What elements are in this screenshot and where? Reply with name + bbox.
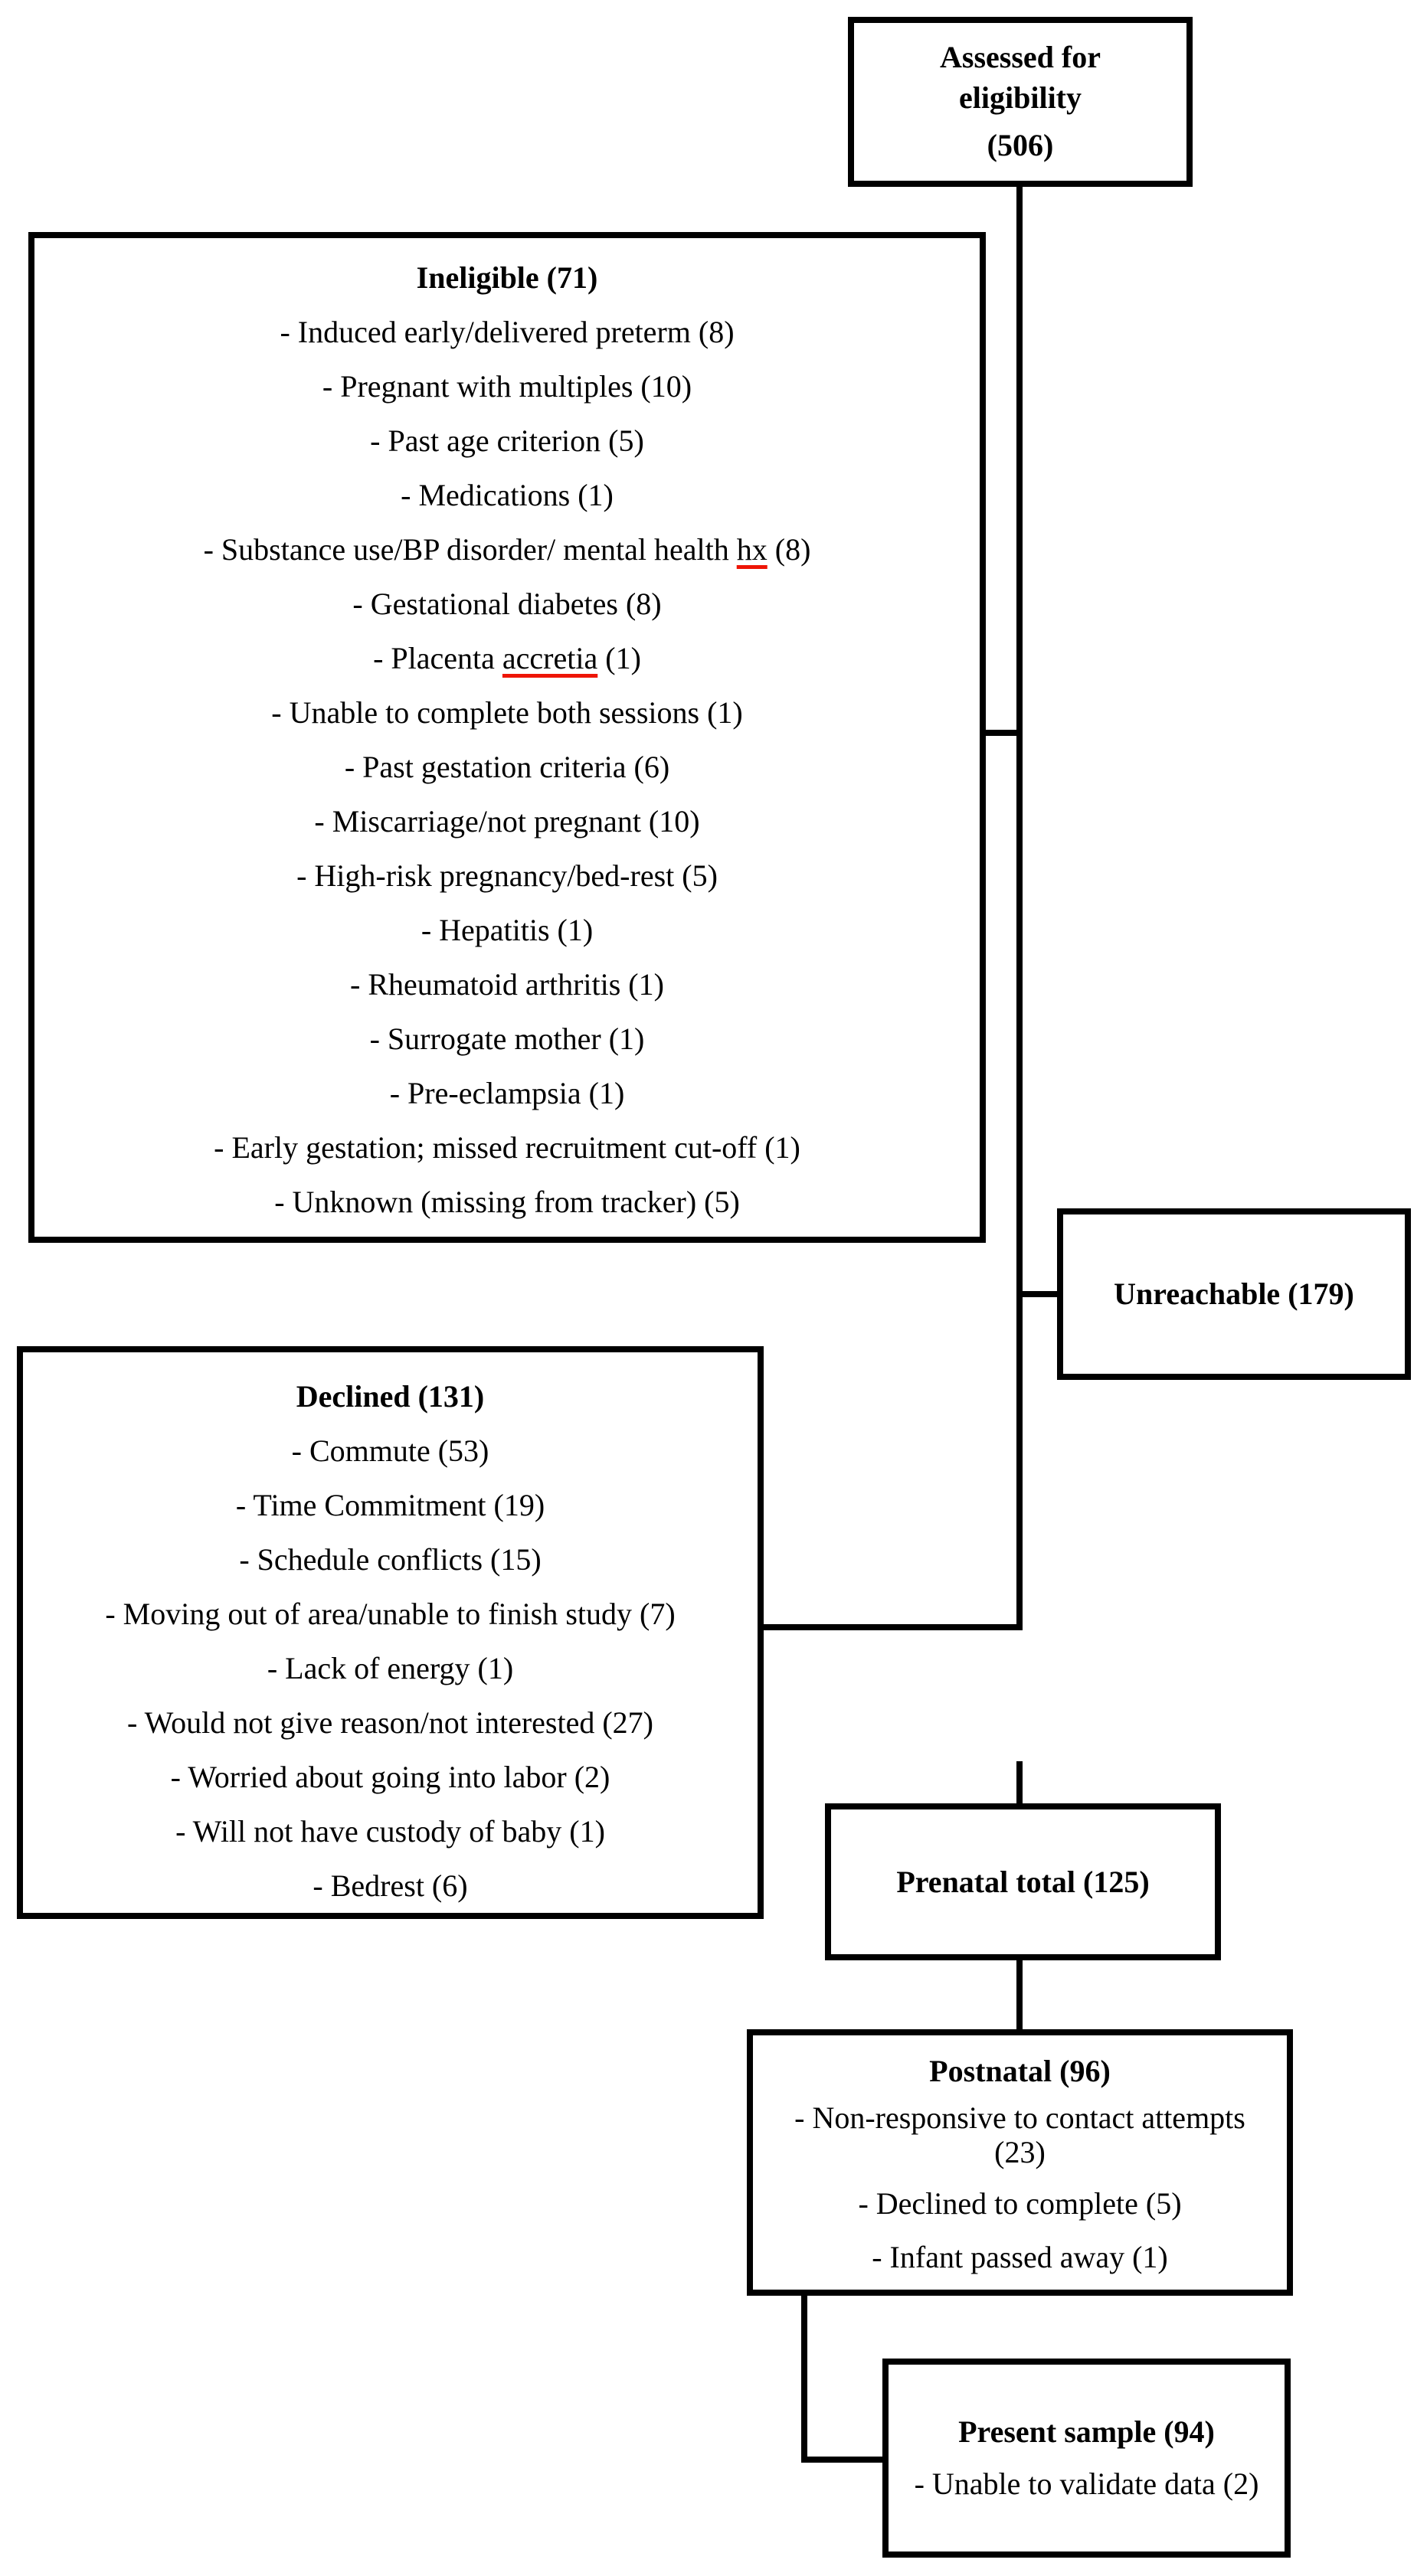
node-prenatal-total: Prenatal total (125)	[825, 1803, 1221, 1960]
flow-item: - Time Commitment (19)	[235, 1488, 545, 1522]
reason-list: - Induced early/delivered preterm (8) - P…	[34, 305, 980, 1229]
box-title: Assessed for	[940, 40, 1101, 74]
flow-item: - Medications (1)	[401, 478, 614, 512]
flow-item: - Early gestation; missed recruitment cu…	[214, 1130, 800, 1165]
box-title: Declined (131)	[296, 1379, 485, 1414]
box-title: Postnatal (96)	[929, 2054, 1111, 2088]
flow-item: - Bedrest (6)	[313, 1868, 468, 1903]
flow-item: - Surrogate mother (1)	[369, 1022, 645, 1056]
connector-unreachable	[1023, 1291, 1057, 1297]
flow-item: - Pregnant with multiples (10)	[322, 369, 692, 404]
flow-item-text: - Placenta	[373, 641, 502, 675]
box-title: Ineligible (71)	[416, 260, 598, 295]
box-title: Unreachable (179)	[1114, 1277, 1354, 1311]
connector-postnatal-down	[801, 2296, 807, 2463]
reason-list: - Unable to validate data (2)	[889, 2458, 1285, 2510]
flow-item-text: (1)	[597, 641, 641, 675]
flow-item: - Moving out of area/unable to finish st…	[105, 1597, 676, 1631]
flow-item: - Hepatitis (1)	[421, 913, 594, 947]
flow-item: - Past age criterion (5)	[370, 423, 644, 458]
connector-prenatal-postnatal	[1016, 1960, 1023, 2029]
flow-item: - Placenta accretia (1)	[34, 631, 980, 685]
flow-item: - Non-responsive to contact attempts(23)	[753, 2100, 1287, 2169]
flow-item: - Rheumatoid arthritis (1)	[350, 967, 664, 1002]
flow-item: - Lack of energy (1)	[267, 1651, 514, 1685]
box-title: Prenatal total (125)	[896, 1864, 1150, 1899]
misspelled-word: accretia	[502, 641, 598, 675]
flow-item: - Past gestation criteria (6)	[344, 750, 670, 784]
flow-item-text: (8)	[767, 532, 811, 567]
flow-item: - Commute (53)	[291, 1433, 489, 1468]
flow-item: - Unable to validate data (2)	[914, 2466, 1259, 2501]
flow-item: - Pre-eclampsia (1)	[389, 1076, 625, 1110]
flow-item: - High-risk pregnancy/bed-rest (5)	[296, 858, 718, 893]
connector-prenatal-stub	[1016, 1761, 1023, 1803]
flow-item: - Induced early/delivered preterm (8)	[280, 315, 735, 349]
connector-ineligible	[986, 730, 1016, 736]
reason-list: - Commute (53) - Time Commitment (19) - Sc…	[23, 1424, 758, 1913]
flow-item: - Declined to complete (5)	[858, 2186, 1182, 2221]
box-title: eligibility	[959, 80, 1082, 115]
node-present-sample: Present sample (94) - Unable to validate…	[882, 2359, 1291, 2558]
flow-item: - Worried about going into labor (2)	[170, 1760, 610, 1794]
flow-item-line: (23)	[994, 2135, 1046, 2169]
node-unreachable: Unreachable (179)	[1057, 1208, 1411, 1380]
flow-item: - Schedule conflicts (15)	[239, 1542, 542, 1577]
count-label: (506)	[987, 128, 1054, 162]
flow-item: - Substance use/BP disorder/ mental heal…	[34, 522, 980, 577]
flow-item: - Would not give reason/not interested (…	[127, 1705, 653, 1740]
flow-item: - Will not have custody of baby (1)	[175, 1814, 605, 1849]
node-postnatal: Postnatal (96) - Non-responsive to conta…	[747, 2029, 1293, 2296]
flow-item: - Miscarriage/not pregnant (10)	[314, 804, 700, 839]
flow-item: - Infant passed away (1)	[872, 2240, 1168, 2274]
misspelled-word: hx	[736, 532, 768, 567]
flow-item: - Gestational diabetes (8)	[352, 587, 662, 621]
flow-item-text: - Substance use/BP disorder/ mental heal…	[203, 532, 737, 567]
flow-item: - Unknown (missing from tracker) (5)	[274, 1185, 740, 1219]
connector-declined	[764, 1624, 1016, 1630]
connector-main-vertical	[1016, 187, 1023, 1630]
reason-list: - Non-responsive to contact attempts(23)…	[753, 2100, 1287, 2274]
box-title: Present sample (94)	[958, 2414, 1215, 2449]
node-assessed-for-eligibility: Assessed for eligibility (506)	[848, 17, 1193, 187]
node-declined: Declined (131) - Commute (53) - Time Comm…	[17, 1346, 764, 1919]
flow-item: - Unable to complete both sessions (1)	[271, 695, 743, 730]
node-ineligible: Ineligible (71) - Induced early/delivere…	[28, 232, 986, 1243]
connector-present-elbow	[801, 2457, 882, 2463]
flow-item-line: - Non-responsive to contact attempts	[794, 2100, 1245, 2135]
